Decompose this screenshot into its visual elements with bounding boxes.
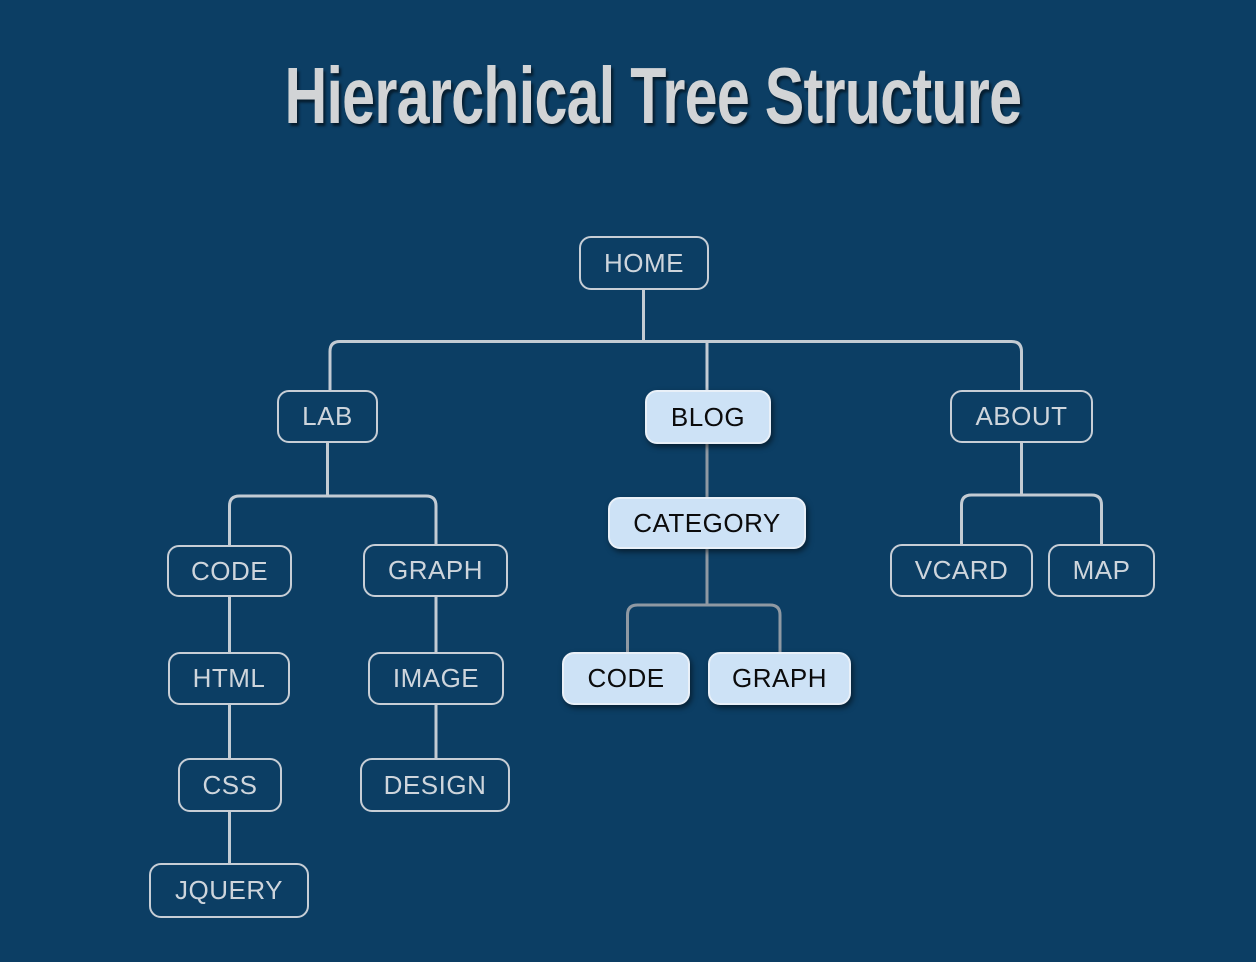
page-title: Hierarchical Tree Structure [284, 51, 1023, 140]
tree-node-vcard[interactable]: VCARD [890, 544, 1033, 597]
tree-node-blog[interactable]: BLOG [645, 390, 771, 444]
tree-node-about[interactable]: ABOUT [950, 390, 1093, 443]
tree-node-design[interactable]: DESIGN [360, 758, 510, 812]
tree-node-lab-graph[interactable]: GRAPH [363, 544, 508, 597]
connector-home-bus [328, 340, 1023, 391]
tree-node-category-code[interactable]: CODE [562, 652, 690, 705]
tree-node-map[interactable]: MAP [1048, 544, 1155, 597]
connector-category-bus [626, 603, 782, 653]
tree-node-lab[interactable]: LAB [277, 390, 378, 443]
tree-node-lab-code[interactable]: CODE [167, 545, 292, 597]
tree-node-html[interactable]: HTML [168, 652, 290, 705]
tree-node-category-graph[interactable]: GRAPH [708, 652, 851, 705]
tree-node-home[interactable]: HOME [579, 236, 709, 290]
connector-lab-bus [228, 494, 438, 546]
page-title-container: Hierarchical Tree Structure [50, 56, 1256, 136]
tree-node-image[interactable]: IMAGE [368, 652, 504, 705]
connector-about-bus [960, 493, 1103, 546]
tree-node-jquery[interactable]: JQUERY [149, 863, 309, 918]
tree-node-category[interactable]: CATEGORY [608, 497, 806, 549]
tree-node-css[interactable]: CSS [178, 758, 282, 812]
